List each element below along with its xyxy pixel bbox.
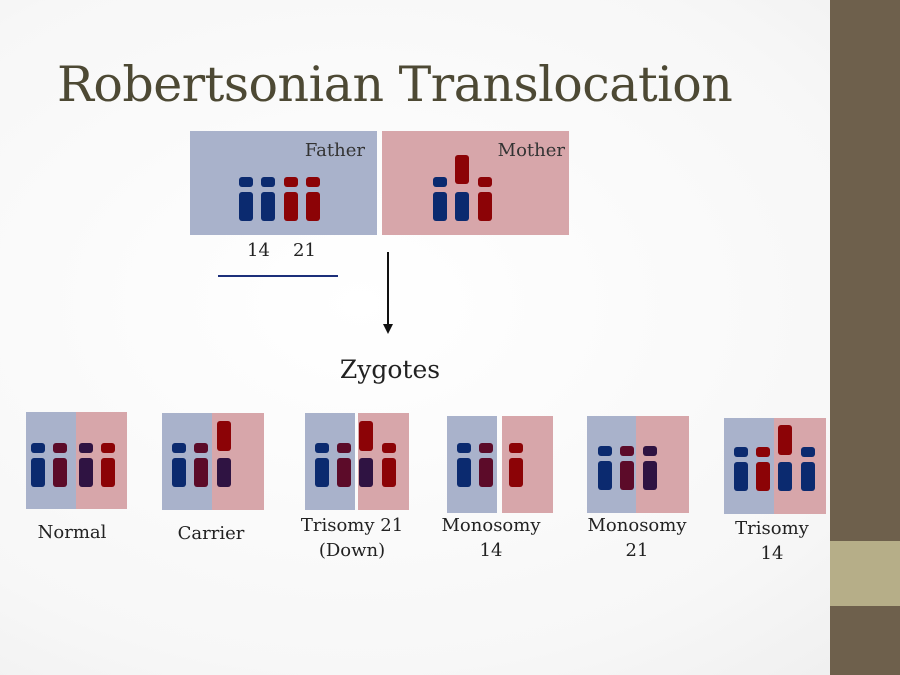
father-label: Father bbox=[304, 140, 365, 161]
label-line1: Trisomy bbox=[735, 518, 809, 539]
chromosome-purple bbox=[643, 461, 657, 490]
chromosome-red bbox=[306, 192, 320, 221]
chromosome-blue bbox=[598, 446, 612, 456]
chromosome-blue bbox=[31, 458, 45, 487]
chromosome-maroon bbox=[479, 458, 493, 487]
chromosome-blue bbox=[239, 192, 253, 221]
zygote-label-monosomy21: Monosomy 21 bbox=[587, 513, 686, 563]
chromosome-purple bbox=[79, 443, 93, 453]
mother-label: Mother bbox=[497, 140, 565, 161]
chromosome-red bbox=[284, 177, 298, 187]
zygote-label-trisomy14: Trisomy 14 bbox=[735, 516, 809, 566]
chromosome-blue bbox=[734, 462, 748, 491]
chromosome-purple bbox=[79, 458, 93, 487]
chromosome-21-label: 21 bbox=[293, 240, 316, 261]
chromosome-blue bbox=[315, 458, 329, 487]
label-line2: (Down) bbox=[318, 540, 386, 561]
chromosome-red bbox=[382, 458, 396, 487]
chromosome-blue bbox=[239, 177, 253, 187]
chromosome-red bbox=[509, 443, 523, 453]
chromosome-blue bbox=[734, 447, 748, 457]
chromosome-blue bbox=[455, 192, 469, 221]
chromosome-blue bbox=[457, 458, 471, 487]
label-line1: Monosomy bbox=[441, 515, 541, 536]
chromosome-blue bbox=[598, 461, 612, 490]
chromosome-maroon bbox=[337, 443, 351, 453]
chromosome-red bbox=[478, 177, 492, 187]
chromosome-maroon bbox=[194, 458, 208, 487]
label-line2: 21 bbox=[625, 540, 649, 561]
label-line1: Normal bbox=[37, 522, 107, 543]
chromosome-purple bbox=[643, 446, 657, 456]
chromosome-blue bbox=[801, 447, 815, 457]
label-line2: 14 bbox=[760, 543, 784, 564]
chromosome-blue bbox=[261, 177, 275, 187]
chromosome-red bbox=[217, 421, 231, 451]
chromosome-blue bbox=[315, 443, 329, 453]
mother-box: Mother bbox=[382, 131, 569, 235]
chromosome-red bbox=[478, 192, 492, 221]
chromosome-maroon bbox=[53, 458, 67, 487]
chromosome-blue bbox=[172, 443, 186, 453]
chromosome-red bbox=[509, 458, 523, 487]
chromosome-red bbox=[455, 155, 469, 184]
chromosome-blue bbox=[778, 462, 792, 491]
label-line1: Monosomy bbox=[587, 515, 687, 536]
chromosome-maroon bbox=[337, 458, 351, 487]
chromosome-red bbox=[756, 462, 770, 491]
chromosome-red bbox=[284, 192, 298, 221]
label-line1: Carrier bbox=[177, 523, 245, 544]
chromosome-maroon bbox=[479, 443, 493, 453]
chromosome-blue bbox=[433, 192, 447, 221]
chromosome-red bbox=[101, 443, 115, 453]
chromosome-14-label: 14 bbox=[247, 240, 270, 261]
slide-title: Robertsonian Translocation bbox=[57, 56, 733, 113]
chromosome-blue bbox=[433, 177, 447, 187]
father-box: Father bbox=[190, 131, 377, 235]
chromosome-maroon bbox=[620, 446, 634, 456]
chromosome-blue bbox=[457, 443, 471, 453]
chromosome-red bbox=[778, 425, 792, 455]
chromosome-maroon bbox=[620, 461, 634, 490]
chromosome-red bbox=[756, 447, 770, 457]
chromosome-purple bbox=[359, 458, 373, 487]
chromosome-red bbox=[382, 443, 396, 453]
zygote-label-monosomy14: Monosomy 14 bbox=[441, 513, 540, 563]
chromosome-blue bbox=[172, 458, 186, 487]
chromosome-purple bbox=[217, 458, 231, 487]
chromosome-maroon bbox=[194, 443, 208, 453]
zygote-label-carrier: Carrier bbox=[178, 521, 245, 546]
underline bbox=[218, 275, 338, 277]
slide-sidebar-accent bbox=[830, 541, 900, 606]
chromosome-red bbox=[101, 458, 115, 487]
chromosome-blue bbox=[31, 443, 45, 453]
arrow-down-icon bbox=[383, 252, 393, 334]
chromosome-red bbox=[306, 177, 320, 187]
chromosome-blue bbox=[261, 192, 275, 221]
label-line2: 14 bbox=[479, 540, 503, 561]
label-line1: Trisomy 21 bbox=[300, 515, 404, 536]
zygote-label-normal: Normal bbox=[38, 520, 107, 545]
zygote-label-trisomy21: Trisomy 21 (Down) bbox=[301, 513, 403, 563]
chromosome-maroon bbox=[53, 443, 67, 453]
chromosome-red bbox=[359, 421, 373, 451]
chromosome-blue bbox=[801, 462, 815, 491]
zygotes-heading: Zygotes bbox=[339, 355, 441, 384]
